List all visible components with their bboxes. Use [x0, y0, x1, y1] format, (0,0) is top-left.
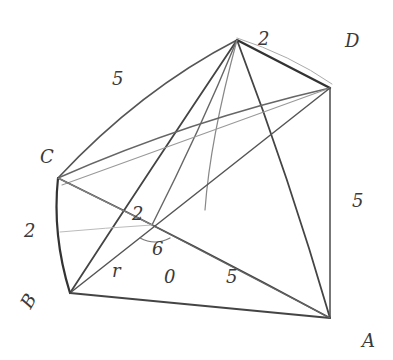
edge-line: [237, 38, 332, 84]
vertex-label: A: [362, 332, 375, 350]
edge-line: [58, 88, 330, 178]
edge-line: [58, 40, 237, 178]
edge-line: [237, 40, 330, 88]
vertex-label: B: [18, 291, 40, 311]
symbol-label: 6: [152, 240, 163, 258]
symbol-label: 0: [164, 268, 175, 286]
edge-line: [152, 225, 330, 318]
symbol-label: r: [112, 262, 121, 280]
edge-line: [57, 178, 71, 293]
vertex-label: C: [40, 148, 54, 166]
edge-line: [58, 178, 152, 225]
length-label: 2: [258, 30, 269, 48]
edge-line: [58, 178, 330, 318]
length-label: 2: [132, 205, 143, 223]
edge-line: [329, 88, 331, 318]
length-label: 5: [352, 192, 363, 210]
edge-line: [60, 225, 152, 232]
edge-line: [205, 40, 237, 210]
edge-line: [70, 88, 330, 293]
edge-line: [62, 88, 330, 185]
edge-line: [152, 40, 237, 225]
vertex-label: D: [345, 32, 359, 50]
length-label: 5: [226, 268, 237, 286]
length-label: 5: [112, 70, 123, 88]
length-label: 2: [24, 222, 35, 240]
